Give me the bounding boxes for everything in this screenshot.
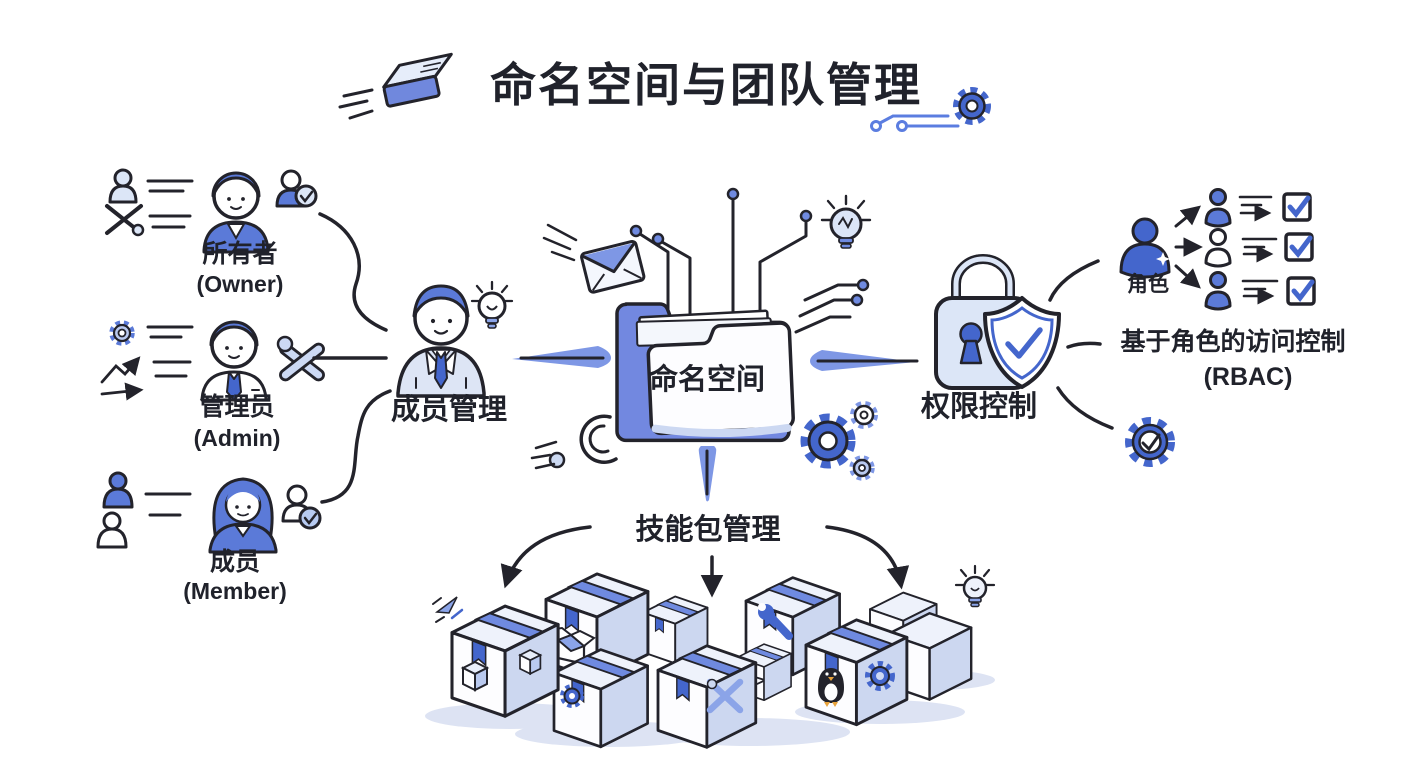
role-row <box>1204 228 1314 268</box>
open-box-icon <box>545 626 596 666</box>
label-rbac-abbr: (RBAC) <box>1203 363 1293 391</box>
lightbulb-icon <box>954 564 996 608</box>
admin-icon-cluster <box>100 320 194 401</box>
arrow-to-permission <box>810 350 919 371</box>
crossed-tools-icon <box>706 678 744 714</box>
circuit-lines <box>629 187 870 334</box>
skill-box-penguin <box>804 618 909 727</box>
crossed-tools-icon <box>276 335 325 382</box>
role-row <box>1204 271 1316 311</box>
label-permission-control: 权限控制 <box>920 391 1038 423</box>
label-member: 成员 <box>209 548 261 576</box>
connector-to-gear-check <box>1056 386 1114 430</box>
gear-check-icon <box>1125 417 1175 467</box>
envelope-icon <box>542 223 646 294</box>
member-connector <box>320 389 392 504</box>
skill-arrow-left <box>500 525 592 589</box>
label-namespace: 命名空间 <box>648 364 766 396</box>
role-assignment-arrows <box>1174 205 1203 289</box>
lightbulb-icon <box>820 194 872 249</box>
gears-icon <box>800 401 878 481</box>
arrow-to-namespace <box>512 346 611 368</box>
owner-connector <box>318 212 388 332</box>
admin-avatar <box>200 320 268 402</box>
label-member-management: 成员管理 <box>390 394 508 426</box>
role-person-icon <box>1119 217 1171 279</box>
label-owner-en: (Owner) <box>196 271 284 297</box>
penguin-icon <box>818 668 844 707</box>
manager-avatar <box>396 284 486 398</box>
label-admin-en: (Admin) <box>193 425 281 451</box>
owner-icon-cluster <box>105 168 194 237</box>
gear-icon <box>953 87 991 125</box>
member-avatar <box>208 477 278 554</box>
connector-to-rbac <box>1066 341 1102 349</box>
skill-arrow-right <box>825 525 910 590</box>
flying-package-icon <box>338 52 453 120</box>
owner-avatar <box>202 171 270 254</box>
skill-box-gear <box>552 648 649 749</box>
label-role: 角色 <box>1127 273 1169 296</box>
skill-box-openbox <box>544 572 650 682</box>
circuit-trace-icon <box>870 114 960 132</box>
arrow-to-skills <box>698 446 717 502</box>
lightbulb-icon <box>470 280 514 329</box>
member-icon-cluster <box>96 471 192 549</box>
namespace-folder-icon <box>615 302 795 443</box>
skill-box-tools <box>656 644 758 749</box>
gear-icon <box>560 684 584 708</box>
wrench-icon <box>758 603 793 640</box>
cube-icon <box>462 661 488 691</box>
label-owner: 所有者 <box>202 240 278 268</box>
label-member-en: (Member) <box>183 578 287 604</box>
skill-box-cubes <box>450 604 560 718</box>
connector-to-role <box>1048 259 1100 302</box>
page-title: 命名空间与团队管理 <box>490 59 922 111</box>
wrench-doodle-icon <box>530 414 618 470</box>
role-row <box>1204 188 1312 228</box>
gear-icon <box>865 661 895 691</box>
person-check-icon <box>275 169 318 208</box>
person-check-icon <box>281 484 322 530</box>
shield-check-icon <box>983 296 1061 389</box>
label-rbac-title: 基于角色的访问控制 <box>1120 328 1346 356</box>
skill-box-wrench <box>744 576 841 677</box>
cube-icon <box>519 649 542 675</box>
label-admin: 管理员 <box>199 393 275 421</box>
sparkle-icon <box>432 596 464 623</box>
label-skill-package-management: 技能包管理 <box>635 514 781 546</box>
